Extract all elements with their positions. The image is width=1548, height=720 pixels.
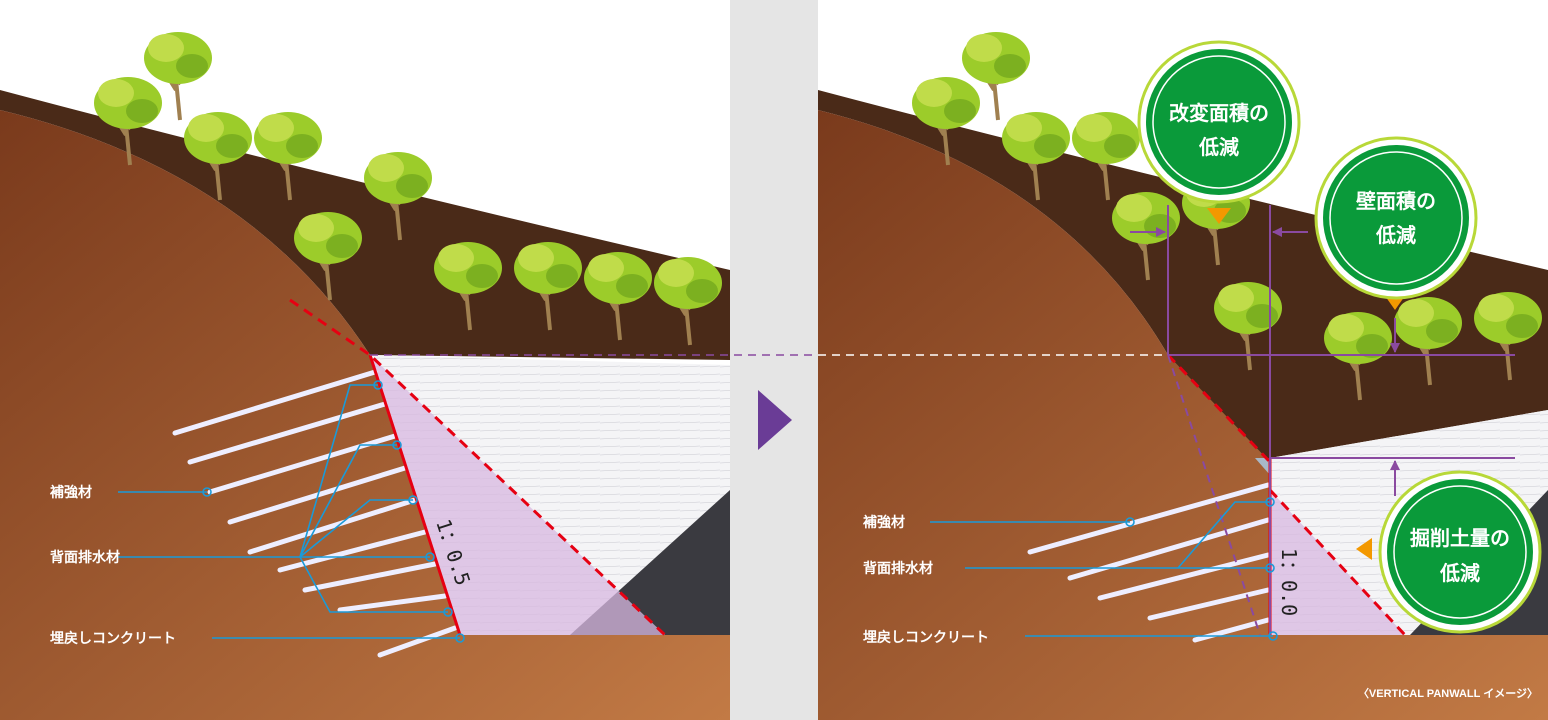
divider	[730, 0, 818, 720]
label-backfill: 埋戻しコンクリート	[50, 630, 176, 647]
excavation-triangle	[370, 355, 665, 635]
label-drainage: 背面排水材	[50, 549, 120, 566]
caption: 〈VERTICAL PANWALL イメージ〉	[1358, 687, 1538, 700]
leader-lines	[118, 380, 465, 643]
svg-text:掘削土量の: 掘削土量の	[1410, 526, 1510, 550]
svg-text:改変面積の: 改変面積の	[1169, 101, 1269, 125]
right-panel: 1：0.0 補強材 背面排水材 埋戻しコンクリート 改変面積の 低減 壁面積の …	[818, 0, 1548, 720]
svg-text:低減: 低減	[1375, 223, 1416, 247]
label-reinforcement: 補強材	[862, 514, 905, 531]
triangle-right-icon	[758, 390, 792, 450]
left-panel: 1：0.5 補強材 背面排水材 埋戻しコンクリート	[0, 0, 730, 720]
slope-ratio: 1：0.0	[1277, 548, 1301, 616]
svg-text:低減: 低減	[1198, 135, 1239, 159]
slope-line	[368, 354, 462, 636]
label-backfill: 埋戻しコンクリート	[863, 629, 989, 646]
badge-excavation-volume: 掘削土量の 低減	[1378, 470, 1542, 634]
soil-layer	[0, 110, 730, 720]
svg-text:低減: 低減	[1439, 561, 1480, 585]
svg-text:壁面積の: 壁面積の	[1356, 189, 1436, 213]
badge-wall-area: 壁面積の 低減	[1314, 136, 1478, 300]
label-drainage: 背面排水材	[863, 560, 933, 577]
label-reinforcement: 補強材	[49, 484, 92, 501]
badge-modified-area: 改変面積の 低減	[1137, 40, 1301, 204]
